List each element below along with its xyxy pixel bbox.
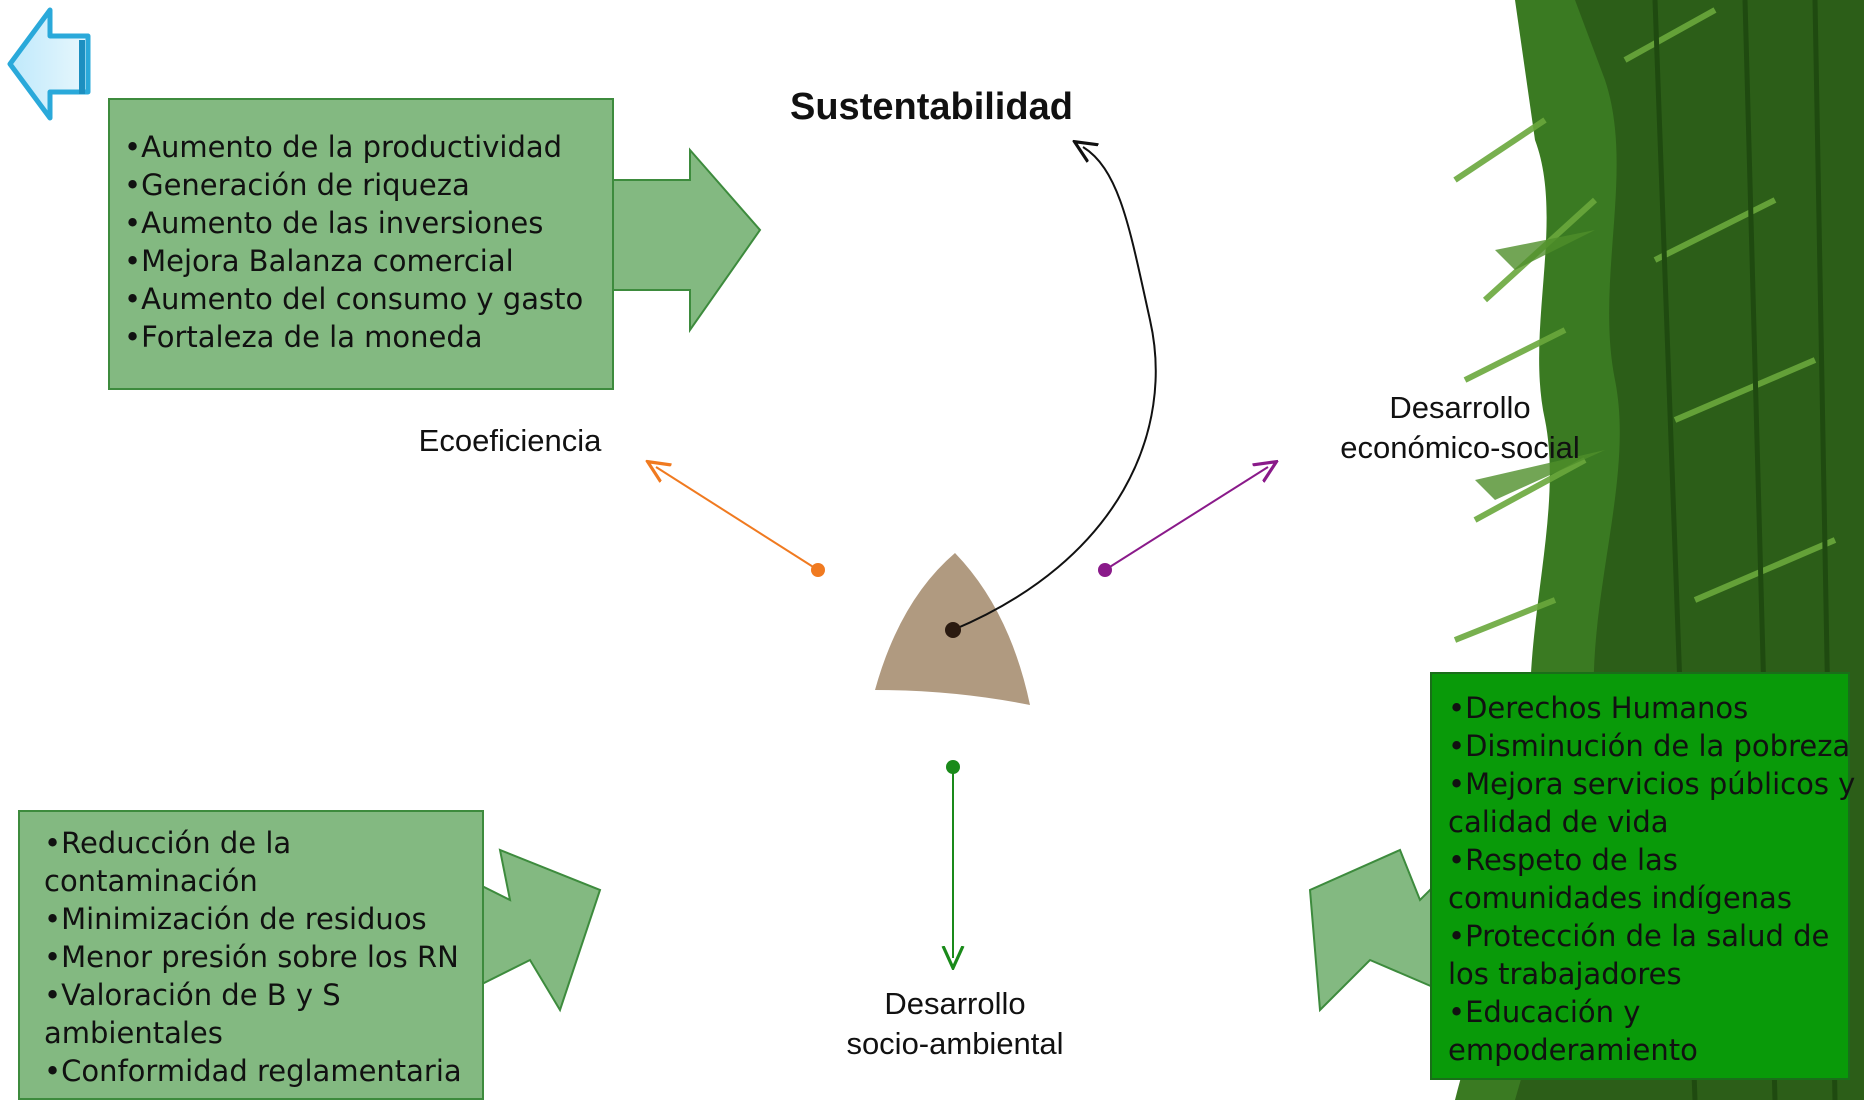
economico-social-box: •Derechos Humanos •Disminución de la pob…: [1430, 672, 1856, 1080]
list-item: •Respeto de las: [1448, 843, 1678, 877]
list-item: •Aumento del consumo y gasto: [124, 282, 584, 316]
list-item: •Mejora Balanza comercial: [124, 244, 514, 278]
list-item: •Protección de la salud de: [1448, 919, 1830, 953]
list-item: •Conformidad reglamentaria: [44, 1054, 462, 1088]
center-dot: [945, 622, 961, 638]
list-item: empoderamiento: [1448, 1033, 1698, 1067]
economico-social-connector-arrow: [1104, 467, 1268, 571]
list-item: •Derechos Humanos: [1448, 691, 1749, 725]
list-item: los trabajadores: [1448, 957, 1682, 991]
sustentabilidad-connector-arrow: [952, 147, 1157, 631]
ecoeficiencia-connector-dot: [811, 563, 825, 577]
list-item: •Menor presión sobre los RN: [44, 940, 459, 974]
list-item: •Aumento de la productividad: [124, 130, 563, 164]
back-arrow-icon[interactable]: [6, 4, 92, 124]
list-item: •Reducción de la: [44, 826, 292, 860]
economico-social-connector-dot: [1098, 563, 1112, 577]
list-item: contaminación: [44, 864, 258, 898]
list-item: •Generación de riqueza: [124, 168, 470, 202]
list-item: •Fortaleza de la moneda: [124, 320, 483, 354]
list-item: •Aumento de las inversiones: [124, 206, 544, 240]
list-item: •Valoración de B y S: [44, 978, 341, 1012]
list-item: calidad de vida: [1448, 805, 1669, 839]
list-item: •Mejora servicios públicos y: [1448, 767, 1856, 801]
socio-ambiental-box: •Reducción de la contaminación •Minimiza…: [18, 810, 484, 1100]
label-socio-ambiental: Desarrollo socio-ambiental: [800, 984, 1110, 1064]
ecoeficiencia-box: •Aumento de la productividad •Generación…: [108, 98, 614, 390]
list-item: •Educación y: [1448, 995, 1641, 1029]
diagram-title: Sustentabilidad: [790, 86, 1073, 128]
label-economico-social-line-1: Desarrollo: [1389, 390, 1531, 425]
list-item: ambientales: [44, 1016, 223, 1050]
ecoeficiencia-connector-arrow: [656, 467, 819, 571]
label-socio-ambiental-line-2: socio-ambiental: [846, 1026, 1064, 1061]
list-item: •Disminución de la pobreza: [1448, 729, 1851, 763]
list-item: •Minimización de residuos: [44, 902, 427, 936]
label-economico-social-line-2: económico-social: [1340, 430, 1580, 465]
label-socio-ambiental-line-1: Desarrollo: [884, 986, 1026, 1021]
list-item: comunidades indígenas: [1448, 881, 1792, 915]
socio-ambiental-big-arrow: [469, 848, 602, 1013]
socio-ambiental-connector-dot: [946, 760, 960, 774]
economico-social-big-arrow: [1308, 848, 1441, 1013]
label-economico-social: Desarrollo económico-social: [1310, 388, 1610, 468]
label-ecoeficiencia: Ecoeficiencia: [418, 423, 602, 458]
